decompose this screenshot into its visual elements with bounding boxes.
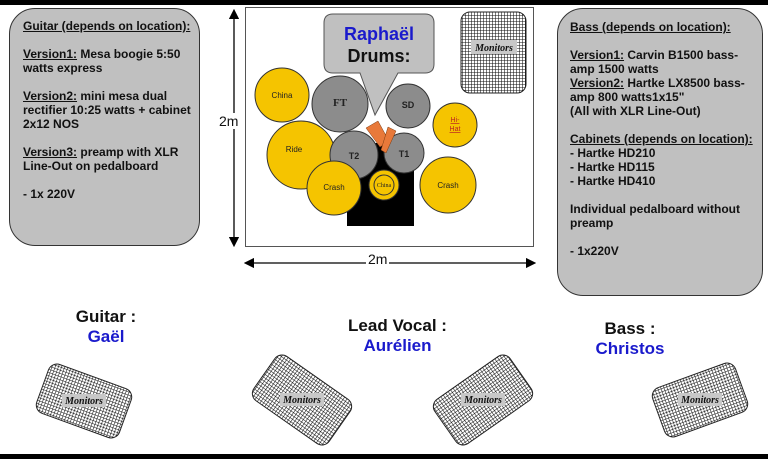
top-border <box>0 0 768 5</box>
drum-label: SD <box>402 100 415 110</box>
drum-label: T2 <box>349 151 360 161</box>
drum-label: Hi- <box>451 117 461 124</box>
monitor-label: Monitors <box>463 395 502 406</box>
floor-tom <box>311 75 369 133</box>
drum-label: China <box>272 91 293 100</box>
cabinet-item: - Hartke HD210 <box>570 146 656 160</box>
hi-hat-cymbal <box>432 102 478 148</box>
drum-label: Crash <box>437 181 458 190</box>
drummer-name: Raphaël <box>344 24 414 44</box>
guitar-equipment-box: Guitar (depends on location): Version1: … <box>9 8 200 246</box>
crash-cymbal-right <box>419 156 477 214</box>
bass-version-2: Version2: Hartke LX8500 bass-amp 800 wat… <box>570 76 745 104</box>
monitor-label: Monitors <box>64 396 103 407</box>
musician-guitar: Guitar : Gaël <box>56 307 156 347</box>
monitor-label: Monitors <box>474 43 513 54</box>
musician-lead-vocal: Lead Vocal : Aurélien <box>325 316 470 356</box>
floor-monitor-vocal-left: Monitors <box>251 354 353 446</box>
guitar-version-3: Version3: preamp with XLR Line-Out on pe… <box>23 145 179 173</box>
floor-monitor-bass: Monitors <box>651 362 749 438</box>
musician-role: Lead Vocal : <box>348 316 447 335</box>
cabinet-item: - Hartke HD115 <box>570 160 655 174</box>
guitar-version-2: Version2: mini mesa dual rectifier 10:25… <box>23 89 191 131</box>
musician-name: Gaël <box>87 327 125 346</box>
china-cymbal-center <box>368 169 400 201</box>
musician-role: Bass : <box>604 319 656 338</box>
drumstick-icon <box>380 126 397 154</box>
bass-power: - 1x220V <box>570 244 619 258</box>
drum-label: FT <box>333 97 348 109</box>
tom-1 <box>383 132 425 174</box>
drum-kit <box>254 67 478 216</box>
musician-role: Guitar : <box>75 307 137 326</box>
floor-monitor-guitar: Monitors <box>35 363 133 439</box>
floor-monitor-vocal-right: Monitors <box>432 354 534 446</box>
drum-label: Hat <box>450 126 461 133</box>
drum-label: Ride <box>286 145 303 154</box>
guitar-heading: Guitar (depends on location): <box>23 19 191 33</box>
china-cymbal-center-inner <box>373 174 395 196</box>
musician-name: Christos <box>595 339 665 358</box>
drum-label: T1 <box>399 149 410 159</box>
snare-drum <box>385 83 431 129</box>
bass-note: (All with XLR Line-Out) <box>570 104 701 118</box>
width-label: 2m <box>366 251 390 267</box>
musician-name: Aurélien <box>363 336 432 355</box>
monitor-label: Monitors <box>680 395 719 406</box>
bass-heading: Bass (depends on location): <box>570 20 731 34</box>
cabinet-item: - Hartke HD410 <box>570 174 656 188</box>
bottom-border <box>0 454 768 459</box>
drum-label: China <box>377 183 392 189</box>
crash-cymbal-left <box>306 160 362 216</box>
drummer-role: Drums: <box>347 46 410 66</box>
guitar-version-1: Version1: Mesa boogie 5:50 watts express <box>23 47 181 75</box>
bass-equipment-box: Bass (depends on location): Version1: Ca… <box>557 8 763 296</box>
height-label: 2m <box>219 113 239 129</box>
drum-monitor: Monitors <box>460 11 527 94</box>
musician-bass: Bass : Christos <box>575 319 685 359</box>
monitor-label: Monitors <box>282 395 321 406</box>
china-cymbal-left <box>254 67 310 123</box>
cabinets-heading: Cabinets (depends on location): <box>570 132 753 146</box>
guitar-power: - 1x 220V <box>23 187 76 201</box>
drummer-callout: Raphaël Drums: <box>323 13 435 117</box>
drum-label: Crash <box>323 183 344 192</box>
bass-pedalboard: Individual pedalboard without preamp <box>570 202 740 230</box>
bass-version-1: Version1: Carvin B1500 bass-amp 1500 wat… <box>570 48 739 76</box>
